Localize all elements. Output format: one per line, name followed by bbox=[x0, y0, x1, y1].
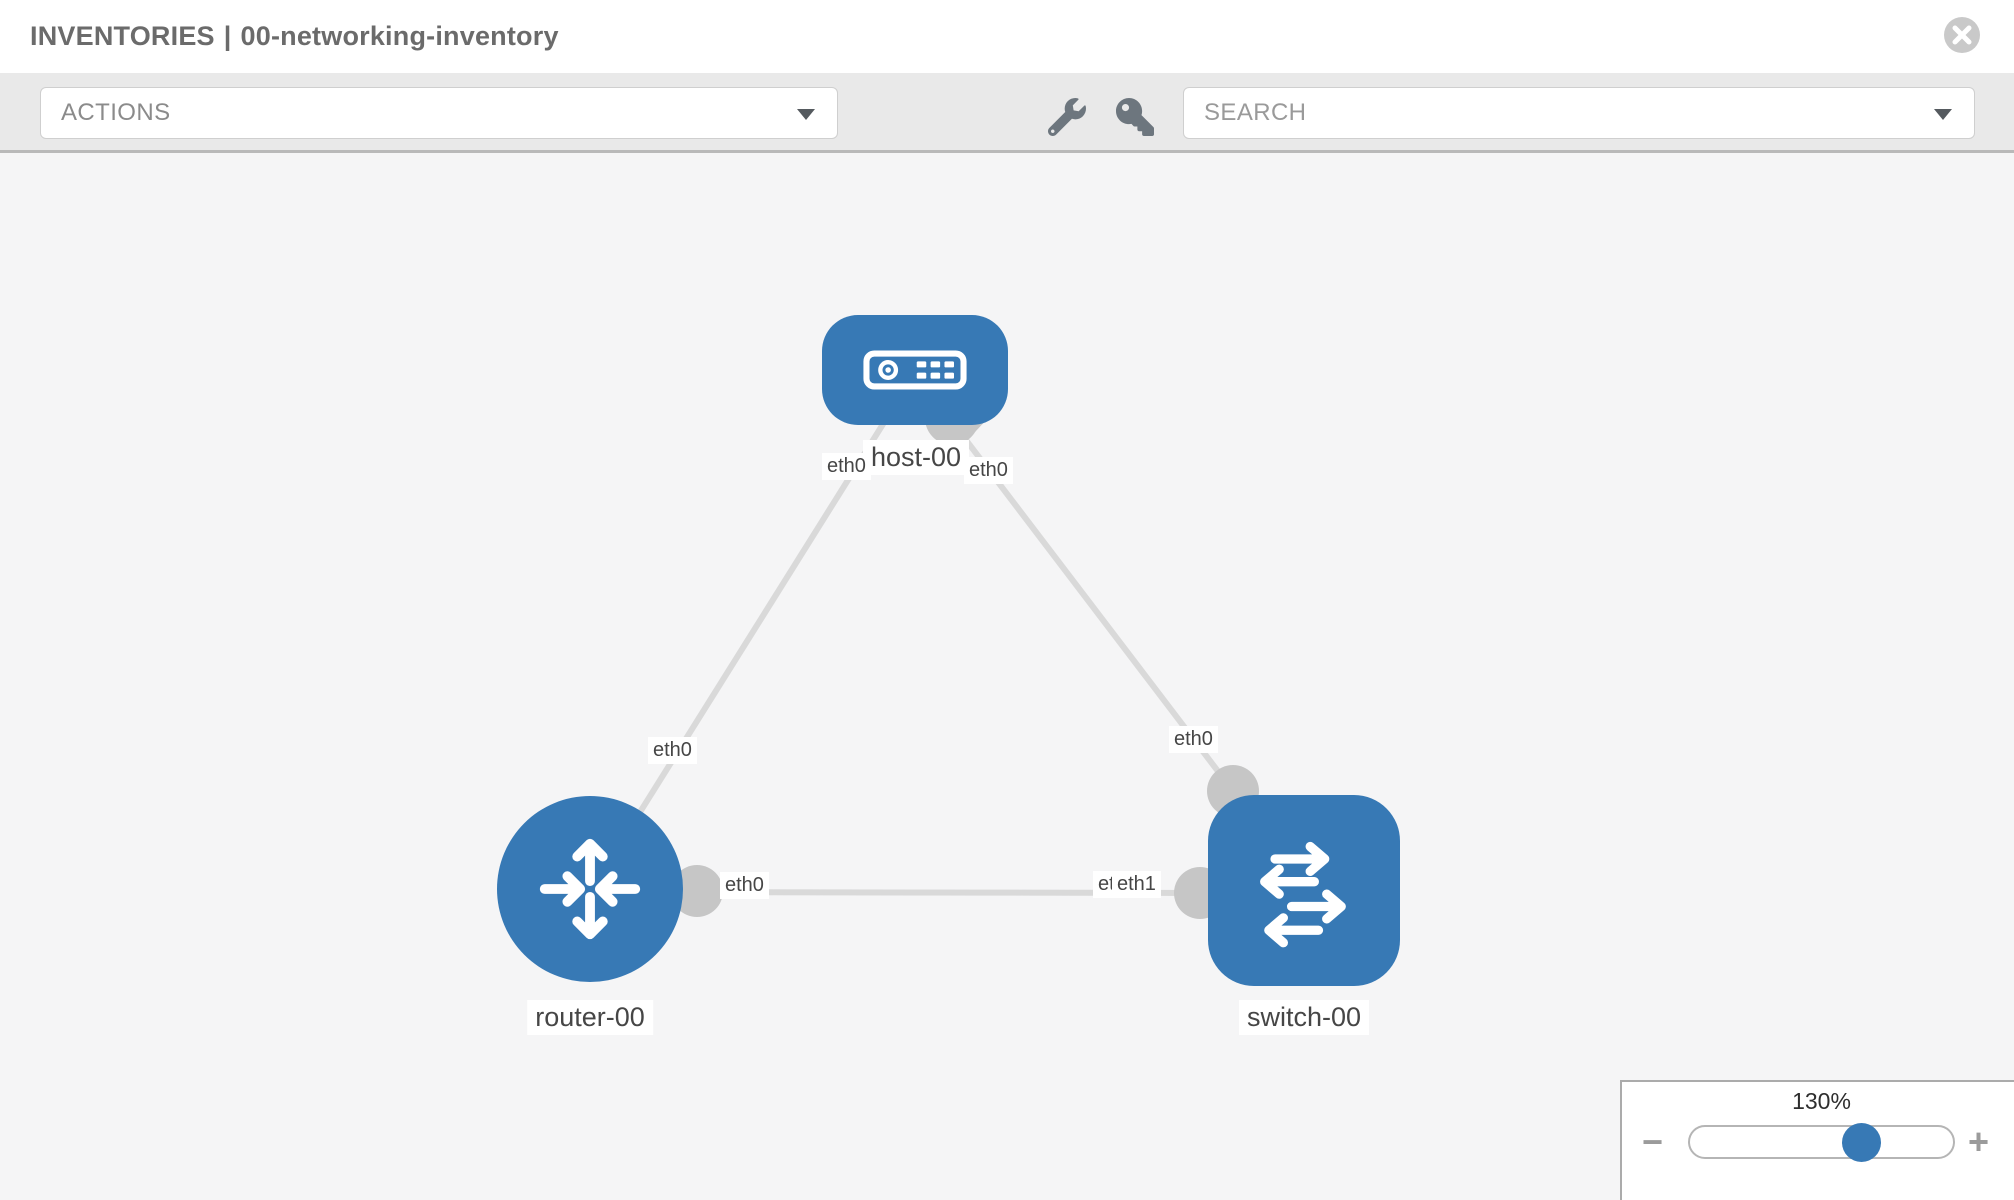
actions-dropdown-label: ACTIONS bbox=[61, 99, 171, 126]
breadcrumb-inventories[interactable]: INVENTORIES bbox=[30, 21, 215, 51]
host-icon bbox=[863, 350, 967, 390]
chevron-down-icon bbox=[1934, 109, 1952, 120]
chevron-down-icon bbox=[797, 109, 815, 120]
page-header: INVENTORIES | 00-networking-inventory bbox=[0, 0, 2014, 73]
wrench-icon[interactable] bbox=[1048, 98, 1086, 136]
zoom-level: 130% bbox=[1792, 1088, 1851, 1114]
links-layer bbox=[587, 371, 1259, 919]
interface-label-switch-eth0-top: eth0 bbox=[1169, 726, 1218, 753]
interface-label-host-eth0-left: eth0 bbox=[822, 453, 871, 480]
zoom-slider-track[interactable] bbox=[1688, 1125, 1955, 1159]
close-button[interactable] bbox=[1944, 17, 1980, 53]
node-label-host: host-00 bbox=[862, 440, 970, 475]
connector-router-right bbox=[671, 865, 723, 917]
node-label-switch: switch-00 bbox=[1238, 1000, 1370, 1035]
inventory-name: 00-networking-inventory bbox=[240, 21, 559, 51]
zoom-slider-thumb[interactable] bbox=[1842, 1123, 1881, 1162]
key-icon[interactable] bbox=[1116, 98, 1154, 136]
interface-label-router-eth0-top: eth0 bbox=[648, 737, 697, 764]
node-router[interactable] bbox=[497, 796, 683, 982]
actions-dropdown[interactable]: ACTIONS bbox=[40, 87, 838, 139]
router-icon bbox=[539, 838, 641, 940]
toolbar: ACTIONS SEARCH bbox=[0, 73, 2014, 153]
node-label-router: router-00 bbox=[527, 1000, 653, 1035]
page-title: INVENTORIES | 00-networking-inventory bbox=[30, 0, 559, 73]
node-switch[interactable] bbox=[1208, 795, 1400, 986]
close-icon bbox=[1952, 25, 1972, 45]
zoom-panel: 130% − + bbox=[1620, 1080, 2014, 1200]
search-dropdown[interactable]: SEARCH bbox=[1183, 87, 1975, 139]
interface-label-switch-eth1: eth1 bbox=[1112, 871, 1161, 898]
topology-canvas[interactable]: host-00 router-00 switch-00 eth0 eth0 et… bbox=[0, 156, 2014, 1200]
search-dropdown-label: SEARCH bbox=[1204, 99, 1307, 126]
zoom-in-button[interactable]: + bbox=[1968, 1121, 1990, 1162]
zoom-out-button[interactable]: − bbox=[1642, 1121, 1664, 1162]
breadcrumb-divider: | bbox=[223, 21, 232, 51]
interface-label-host-eth0-right: eth0 bbox=[964, 457, 1013, 484]
node-host[interactable] bbox=[822, 315, 1008, 425]
switch-icon bbox=[1260, 841, 1346, 947]
interface-label-router-eth0-right: eth0 bbox=[720, 872, 769, 899]
